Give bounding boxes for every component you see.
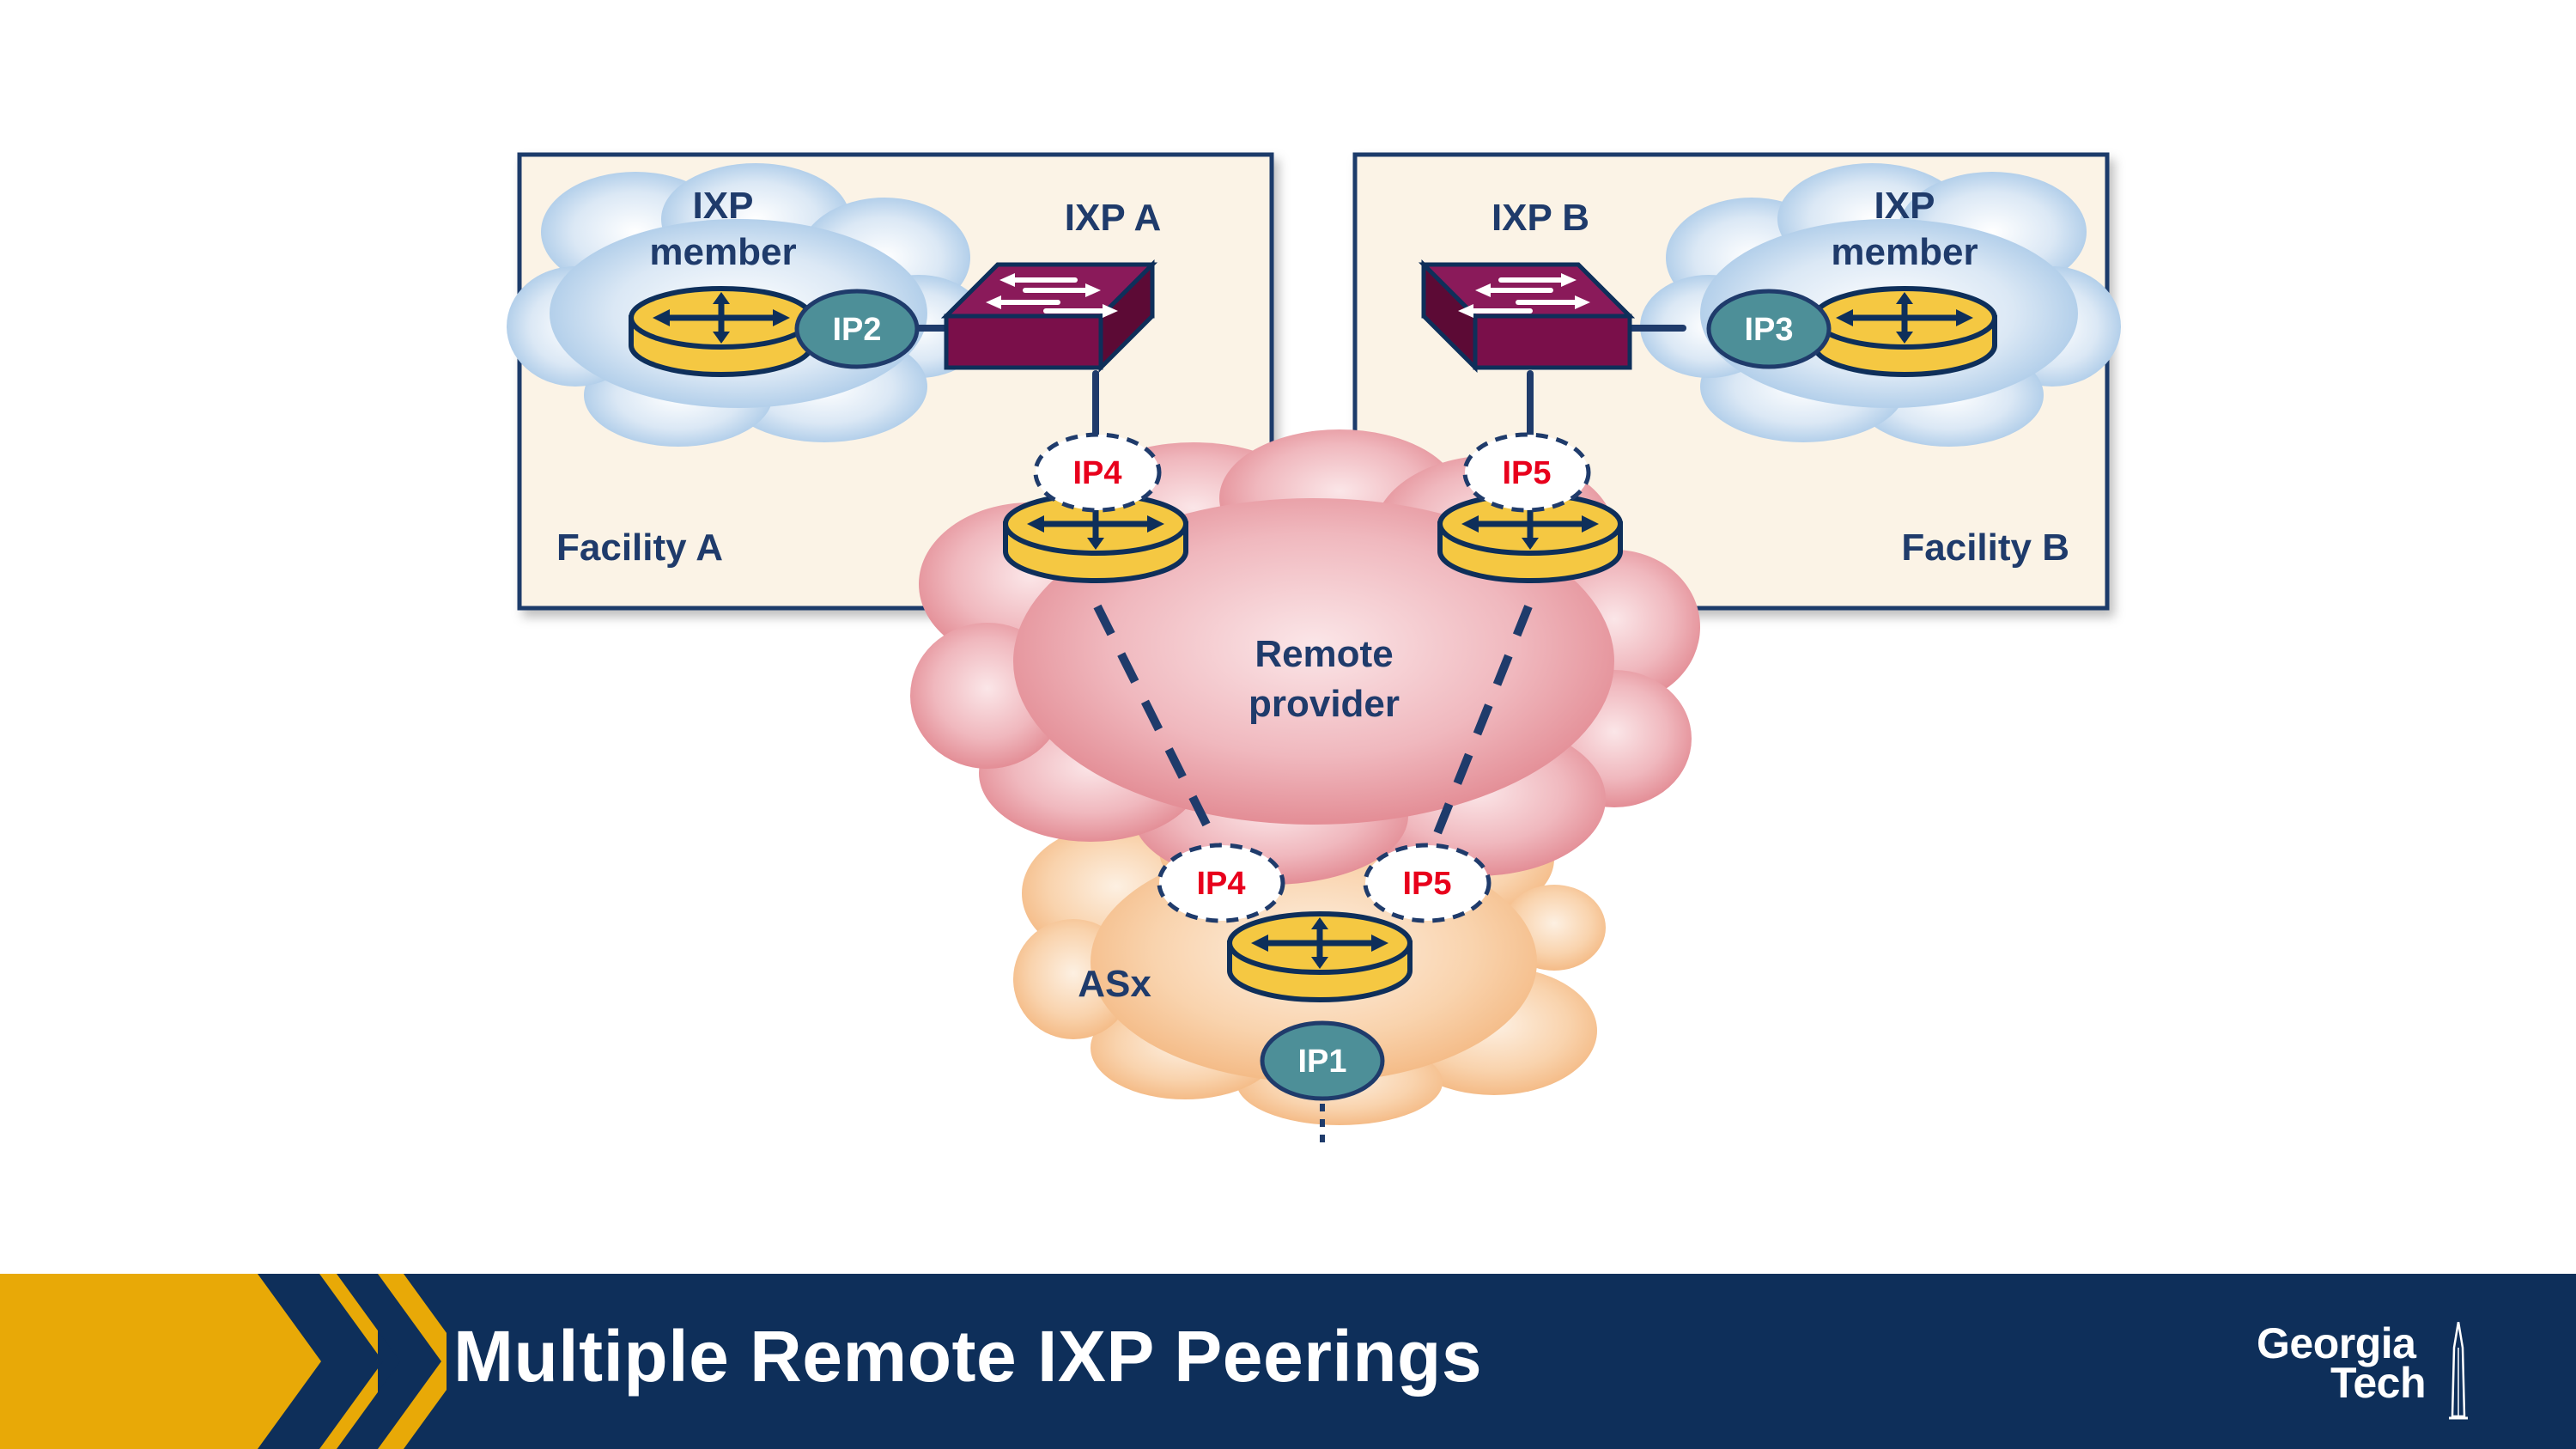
facility-b-label: Facility B [1901,527,2069,569]
logo-line1: Georgia [2257,1319,2416,1367]
member-b-label-line2: member [1831,231,1978,273]
router-icon-member-a [631,289,811,374]
ip4-asx-text: IP4 [1196,866,1245,902]
ip2-badge [794,289,920,369]
member-b-label-line1: IXP [1874,185,1935,227]
chevron-arrows-icon [258,1274,447,1449]
logo-line2: Tech [2330,1359,2427,1407]
facility-a-label: Facility A [556,527,723,569]
ip5-provider-badge [1462,432,1591,513]
georgia-tech-logo: Georgia Tech [2248,1319,2468,1434]
ip4-asx-badge [1157,843,1285,923]
asx-label: ASx [1078,963,1151,1005]
member-a-label-line2: member [649,231,796,273]
slide-title: Multiple Remote IXP Peerings [453,1316,1483,1397]
ip4-provider-badge [1033,432,1162,513]
ip1-badge [1260,1020,1385,1101]
ip5-asx-badge [1363,843,1492,923]
router-icon-asx [1230,914,1410,1000]
remote-provider-label-line2: provider [1249,683,1400,725]
ixp-a-label: IXP A [1065,197,1162,239]
ip4-provider-text: IP4 [1072,455,1121,491]
router-icon-member-b [1814,289,1995,374]
remote-provider-label-line1: Remote [1255,633,1393,675]
ip2-text: IP2 [832,312,881,348]
member-a-label-line1: IXP [693,185,754,227]
ip1-text: IP1 [1297,1044,1346,1080]
slide-footer: Multiple Remote IXP Peerings Georgia Tec… [0,1274,2576,1449]
ixp-b-label: IXP B [1492,197,1589,239]
ip3-text: IP3 [1744,312,1793,348]
network-diagram: IXP member IXP A Facility A IXP member I… [507,152,2121,1147]
dashed-links [1093,604,1533,853]
ip5-provider-text: IP5 [1502,455,1551,491]
tech-tower-icon [2449,1322,2468,1420]
ip3-badge [1706,289,1832,369]
ip5-asx-text: IP5 [1402,866,1451,902]
